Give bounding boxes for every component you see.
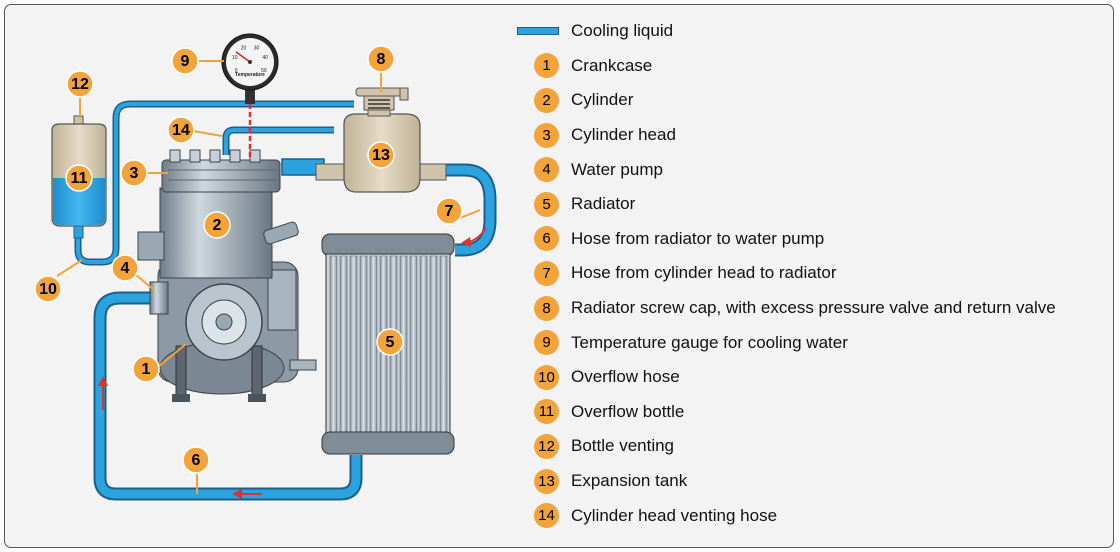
- legend-item: 12 Bottle venting: [514, 429, 1114, 464]
- legend-number-badge: 1: [534, 53, 559, 79]
- gauge-tick-label: 40: [262, 55, 268, 61]
- callout-2: 2: [203, 211, 231, 239]
- callout-4: 4: [111, 254, 139, 282]
- legend-item-label: Cylinder head: [571, 125, 676, 145]
- legend-item: 2 Cylinder: [514, 83, 1114, 118]
- legend-number-badge: 14: [534, 503, 559, 529]
- callout-number: 10: [39, 281, 57, 298]
- legend-item: 14 Cylinder head venting hose: [514, 498, 1114, 533]
- legend-number-badge: 9: [534, 330, 559, 356]
- callout-number: 12: [71, 76, 89, 93]
- radiator-screw-cap: [355, 87, 409, 111]
- callout-number: 7: [445, 203, 454, 220]
- legend-number-badge: 2: [534, 87, 559, 113]
- callout-8: 8: [367, 45, 395, 73]
- legend-number-badge: 8: [534, 295, 559, 321]
- callout-1: 1: [132, 355, 160, 383]
- legend-item: 8 Radiator screw cap, with excess pressur…: [514, 291, 1114, 326]
- callout-11: 11: [65, 164, 93, 192]
- legend-coolant-row: Cooling liquid: [514, 14, 1114, 49]
- legend-item-label: Water pump: [571, 159, 663, 179]
- legend-item-label: Hose from cylinder head to radiator: [571, 263, 837, 283]
- legend-number-badge: 3: [534, 122, 559, 148]
- gauge-label: Temperature: [235, 72, 265, 78]
- legend-item: 1 Crankcase: [514, 49, 1114, 84]
- hose-head-to-radiator: [440, 163, 497, 257]
- legend-item: 6 Hose from radiator to water pump: [514, 222, 1114, 257]
- callout-14: 14: [167, 116, 195, 144]
- gauge-tick-label: 50: [261, 68, 267, 74]
- crankcase: [149, 261, 317, 402]
- legend-number-badge: 5: [534, 191, 559, 217]
- legend-item: 7 Hose from cylinder head to radiator: [514, 256, 1114, 291]
- flow-arrows: [98, 227, 487, 499]
- hose-radiator-to-pump: [93, 291, 363, 501]
- legend-number-badge: 11: [534, 399, 559, 425]
- callout-6: 6: [182, 446, 210, 474]
- callout-number: 14: [172, 122, 190, 139]
- callout-number: 3: [130, 165, 139, 182]
- legend-number-badge: 7: [534, 260, 559, 286]
- legend-number-badge: 12: [534, 433, 559, 459]
- callout-number: 5: [386, 334, 395, 351]
- legend-item-label: Temperature gauge for cooling water: [571, 332, 848, 352]
- callout-5: 5: [376, 328, 404, 356]
- legend-item-label: Cylinder head venting hose: [571, 505, 778, 525]
- callout-number: 8: [377, 51, 386, 68]
- legend-item-label: Overflow bottle: [571, 401, 685, 421]
- cylinder-head: [161, 149, 281, 193]
- gauge-tick-label: 10: [232, 55, 238, 61]
- legend-number-badge: 13: [534, 468, 559, 494]
- legend-item: 11 Overflow bottle: [514, 395, 1114, 430]
- overflow-hose: [74, 100, 354, 266]
- legend-number-badge: 6: [534, 226, 559, 252]
- legend-item-label: Expansion tank: [571, 471, 688, 491]
- callout-number: 2: [213, 217, 222, 234]
- callout-number: 6: [192, 452, 201, 469]
- coolant-swatch: [517, 27, 559, 36]
- callout-3: 3: [120, 159, 148, 187]
- legend-item-label: Radiator screw cap, with excess pressure…: [571, 298, 1056, 318]
- callout-10: 10: [34, 275, 62, 303]
- callout-7: 7: [435, 197, 463, 225]
- callout-9: 9: [171, 47, 199, 75]
- legend-item-label: Overflow hose: [571, 367, 680, 387]
- gauge-tick-label: 30: [254, 45, 260, 51]
- callout-number: 9: [181, 53, 190, 70]
- legend-item: 13 Expansion tank: [514, 464, 1114, 499]
- venting-hose: [222, 126, 334, 155]
- gauge-tick-label: 0: [235, 68, 238, 74]
- legend-item-label: Cylinder: [571, 90, 634, 110]
- callout-number: 1: [142, 361, 151, 378]
- legend-item-label: Hose from radiator to water pump: [571, 228, 825, 248]
- legend-item: 10 Overflow hose: [514, 360, 1114, 395]
- callout-13: 13: [367, 141, 395, 169]
- callout-number: 11: [71, 170, 88, 187]
- gauge-tick-label: 20: [241, 45, 247, 51]
- legend-item: 3 Cylinder head: [514, 118, 1114, 153]
- callout-number: 4: [121, 260, 130, 277]
- legend-item: 9 Temperature gauge for cooling water: [514, 325, 1114, 360]
- legend-item-label: Radiator: [571, 194, 636, 214]
- legend-item: 5 Radiator: [514, 187, 1114, 222]
- legend-number-badge: 10: [534, 364, 559, 390]
- callout-12: 12: [66, 70, 94, 98]
- legend-coolant-label: Cooling liquid: [571, 21, 674, 41]
- callout-number: 13: [372, 147, 390, 164]
- legend-item: 4 Water pump: [514, 152, 1114, 187]
- legend-item-label: Crankcase: [571, 55, 653, 75]
- legend-item-label: Bottle venting: [571, 436, 675, 456]
- legend-number-badge: 4: [534, 157, 559, 183]
